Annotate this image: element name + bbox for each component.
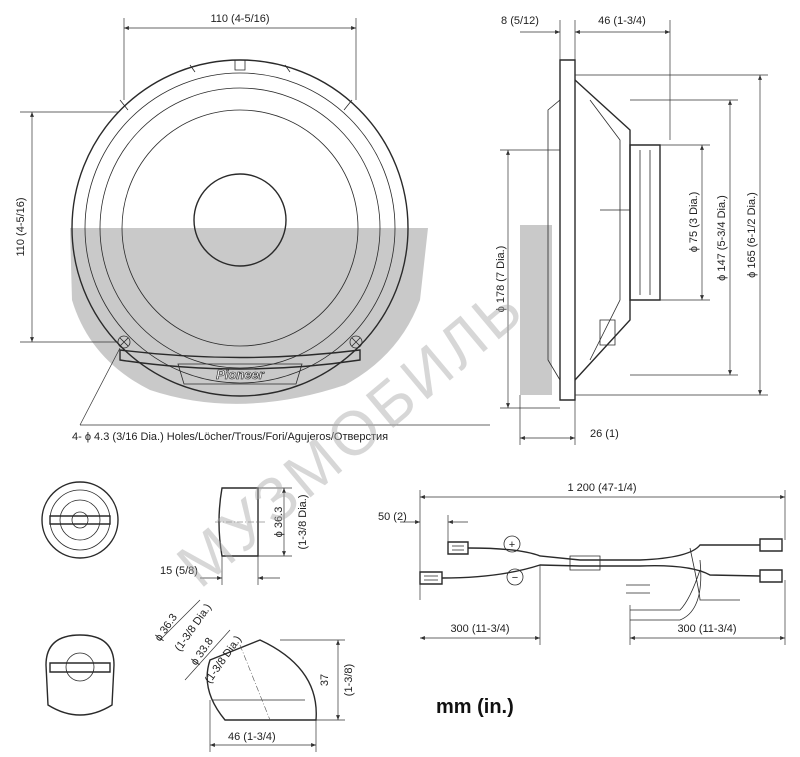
cable-harness: 1 200 (47-1/4) 50 (2) + − 300 (11-3/4) 3… bbox=[378, 482, 786, 645]
dim-dia-165-label: ϕ 165 (6-1/2 Dia.) bbox=[746, 192, 758, 278]
dim-front-width: 110 (4-5/16) bbox=[123, 13, 357, 100]
woofer-surround bbox=[99, 87, 381, 369]
cable-right-label: 300 (11-3/4) bbox=[677, 623, 736, 635]
cable-total-label: 1 200 (47-1/4) bbox=[567, 482, 636, 494]
side-flange bbox=[559, 59, 576, 401]
woofer-bottom-bar bbox=[119, 349, 361, 370]
plus-sign: + bbox=[509, 539, 515, 551]
side-shaded-area bbox=[520, 225, 552, 395]
tweeter-flush-dia-in-label: (1-3/8 Dia.) bbox=[297, 494, 309, 549]
woofer-side-view bbox=[520, 59, 661, 401]
tweeter-front-view bbox=[41, 481, 119, 559]
dim-dia-147-label: ϕ 147 (5-3/4 Dia.) bbox=[716, 195, 728, 281]
dim-side-bottom-label: 26 (1) bbox=[590, 428, 619, 440]
tweeter-angled-side: ϕ 36.3 (1-3/8 Dia.) ϕ 33.8 (1-3/8 Dia.) … bbox=[153, 599, 355, 752]
dim-dia-75-label: ϕ 75 (3 Dia.) bbox=[688, 192, 700, 253]
dim-front-width-label: 110 (4-5/16) bbox=[210, 13, 269, 25]
dim-front-height: 110 (4-5/16) bbox=[15, 111, 118, 343]
side-terminal bbox=[599, 319, 616, 346]
dim-dia-178-label: ϕ 178 (7 Dia.) bbox=[495, 246, 507, 313]
tweeter-flush-side: ϕ 36.3 (1-3/8 Dia.) 15 (5/8) bbox=[160, 487, 309, 585]
tweeter-flush-depth-label: 15 (5/8) bbox=[160, 565, 198, 577]
dim-side-depth-label: 46 (1-3/4) bbox=[598, 15, 646, 27]
holes-note: 4- ϕ 4.3 (3/16 Dia.) Holes/Löcher/Trous/… bbox=[72, 347, 490, 443]
angled-dia1-label: ϕ 36.3 bbox=[153, 612, 180, 644]
woofer-frame-ring bbox=[84, 72, 396, 384]
cable-plug-label: 50 (2) bbox=[378, 511, 407, 523]
dim-side-flange-label: 8 (5/12) bbox=[501, 15, 539, 27]
brand-plate bbox=[177, 363, 303, 385]
angled-dia2-label: ϕ 33.8 bbox=[189, 636, 216, 668]
tweeter-angled-front bbox=[45, 634, 115, 716]
angled-height-label: 37 bbox=[319, 674, 331, 686]
screw-hole-right bbox=[349, 335, 363, 349]
side-magnet bbox=[629, 144, 661, 301]
holes-note-label: 4- ϕ 4.3 (3/16 Dia.) Holes/Löcher/Trous/… bbox=[72, 431, 388, 443]
woofer-top-lugs bbox=[119, 59, 353, 111]
cable-left-label: 300 (11-3/4) bbox=[450, 623, 509, 635]
tweeter-flush-dia-label: ϕ 36.3 bbox=[273, 507, 285, 538]
dim-front-height-label: 110 (4-5/16) bbox=[15, 197, 27, 256]
brand-logo: Pioneer bbox=[216, 367, 265, 382]
units-label: mm (in.) bbox=[436, 696, 514, 718]
woofer-dust-cap bbox=[193, 173, 287, 267]
dim-side-bottom: 26 (1) bbox=[519, 395, 619, 445]
angled-height-in-label: (1-3/8) bbox=[343, 664, 355, 696]
dim-side-top: 8 (5/12) 46 (1-3/4) bbox=[501, 15, 671, 140]
minus-sign: − bbox=[512, 572, 518, 584]
woofer-front-view: Pioneer bbox=[70, 59, 428, 404]
woofer-cone bbox=[121, 109, 359, 347]
angled-width-label: 46 (1-3/4) bbox=[228, 731, 276, 743]
dim-side-diameters: ϕ 178 (7 Dia.) ϕ 75 (3 Dia.) ϕ 147 (5-3/… bbox=[495, 74, 768, 409]
woofer-shaded-area bbox=[70, 228, 428, 404]
